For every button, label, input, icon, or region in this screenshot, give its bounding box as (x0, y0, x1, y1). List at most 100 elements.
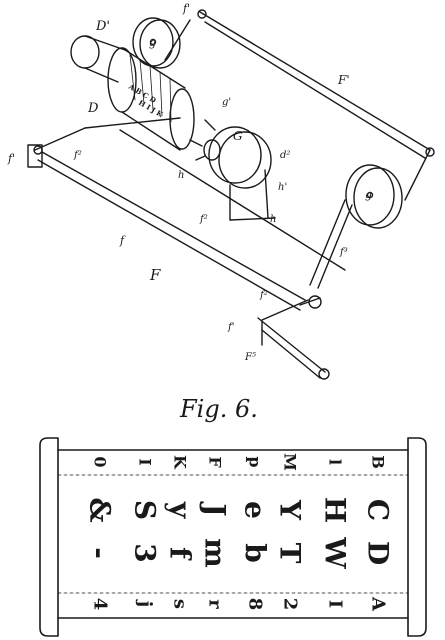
label-G: G (233, 129, 243, 143)
frame-lower-rail (119, 129, 346, 271)
wheel-g-top-hub (149, 38, 157, 46)
drum-glyph-row2: W (319, 536, 352, 569)
drum-development (39, 437, 427, 637)
base-left-foot (27, 144, 43, 168)
link-rod (261, 299, 309, 321)
frame-top-rail-inner (204, 21, 426, 159)
label-D: D (87, 101, 99, 116)
drum-glyph-row1: & (84, 497, 117, 522)
label-h1: h' (278, 182, 287, 193)
drum-glyph-row1: H (319, 497, 352, 523)
drum-bottom-glyph: j (135, 599, 156, 608)
drum-end-cap (70, 35, 100, 69)
label-g-top: g (149, 36, 156, 49)
base-front-rail-top (41, 151, 306, 301)
typewriter-mechanism (27, 9, 435, 380)
drum-glyph-row1: y (164, 501, 197, 519)
rod-f3-edge (317, 204, 353, 289)
drum-top-glyph: 0 (91, 456, 110, 467)
drum-bottom-glyph: r (205, 599, 226, 609)
type-drum-top (121, 47, 186, 89)
pedal-arm-lower (261, 329, 321, 379)
base-left-arm (34, 127, 86, 151)
gear-hub (203, 139, 221, 161)
label-f3: f³ (339, 247, 348, 258)
frame-pivot-right (425, 147, 435, 157)
drum-bottom-glyph: A (368, 596, 389, 612)
drum-glyph-row1: S (129, 500, 162, 520)
drum-top-glyph: M (281, 453, 300, 471)
label-g-right: g (365, 188, 372, 201)
drum-glyph-row1: C (362, 499, 395, 521)
label-F5: F⁵ (244, 352, 256, 363)
frame-left-post (164, 19, 191, 61)
support-h1 (264, 169, 269, 219)
label-f1-left: f' (7, 152, 15, 165)
drum-top-glyph: I (136, 458, 155, 465)
drum-glyph-row2: D (362, 541, 395, 565)
drum-glyph-row1: Y (274, 499, 307, 521)
frame-right-post (404, 149, 431, 201)
pedal-pivot (318, 368, 330, 380)
figure-caption: Fig. 6. (179, 395, 258, 423)
drum-shading (129, 54, 172, 123)
wheel-g-right-hub (366, 191, 374, 199)
machine-labels: D' D f' F' g' g G d² h' h h f' f² f² f F… (7, 2, 372, 363)
drum-bottom-glyph: 4 (90, 598, 111, 611)
wheel-G (208, 126, 262, 184)
label-D1: D' (95, 19, 110, 34)
wheel-g-right (345, 164, 395, 226)
gear-tooth-3 (195, 155, 206, 161)
lever-f2 (299, 297, 321, 306)
drum-glyph-row2: - (84, 547, 117, 559)
label-h: h (270, 214, 276, 225)
wheel-g-right-back (353, 167, 403, 229)
frame-pivot-top (197, 9, 207, 19)
drum-bottom-glyph: 8 (245, 598, 266, 611)
label-d2: d² (280, 150, 290, 161)
wheel-G-back (218, 131, 272, 189)
drum-bottom-glyph: 2 (280, 598, 301, 611)
drum-glyph-row2: 3 (129, 543, 162, 562)
gear-tooth-1 (204, 119, 216, 131)
drum-glyph-row1: e (239, 501, 272, 519)
drum-left-cap (39, 437, 59, 637)
label-f2-bottom: f² (259, 290, 268, 301)
drum-right-cap (407, 437, 427, 637)
drum-top-glyph: p (246, 456, 265, 467)
base-back-arm (84, 117, 181, 129)
drum-glyph-row2: b (239, 543, 272, 563)
base-left-pivot (33, 145, 43, 155)
base-front-rail (37, 159, 301, 311)
drum-bottom-glyph: s (170, 599, 191, 609)
lever-pivot (308, 295, 322, 309)
drum-top-glyph: F (206, 456, 225, 468)
label-f1-bottom: f' (227, 322, 234, 333)
drum-top-glyph: K (171, 455, 190, 470)
type-drum-right-end (169, 88, 195, 150)
pedal-arm (257, 317, 326, 373)
drum-type-letters: A B C D H I J K (126, 81, 165, 119)
label-f1-top: f' (182, 2, 190, 15)
label-F1: F' (337, 73, 350, 87)
drum-glyph-row2: m (199, 538, 232, 568)
type-drum-bottom (121, 111, 181, 151)
label-f2-mid: f² (199, 214, 208, 225)
drum-glyph-row2: f (164, 547, 197, 561)
drum-glyph-row2: T (274, 543, 307, 564)
rod-f3 (309, 199, 346, 286)
support-base (229, 217, 276, 221)
drum-glyph-row1: J (199, 500, 232, 516)
label-f2-left: f² (73, 150, 82, 161)
wheel-g-top-back (139, 19, 181, 69)
drum-cap-bottom (84, 67, 119, 83)
frame-top-rail (199, 11, 431, 151)
label-g1: g' (222, 97, 231, 108)
drum-bottom-glyph: I (325, 600, 346, 608)
drum-cap-top (84, 35, 126, 51)
drum-top-glyph: B (369, 455, 388, 469)
gear-tooth-2 (189, 139, 203, 147)
label-f: f (119, 234, 126, 247)
